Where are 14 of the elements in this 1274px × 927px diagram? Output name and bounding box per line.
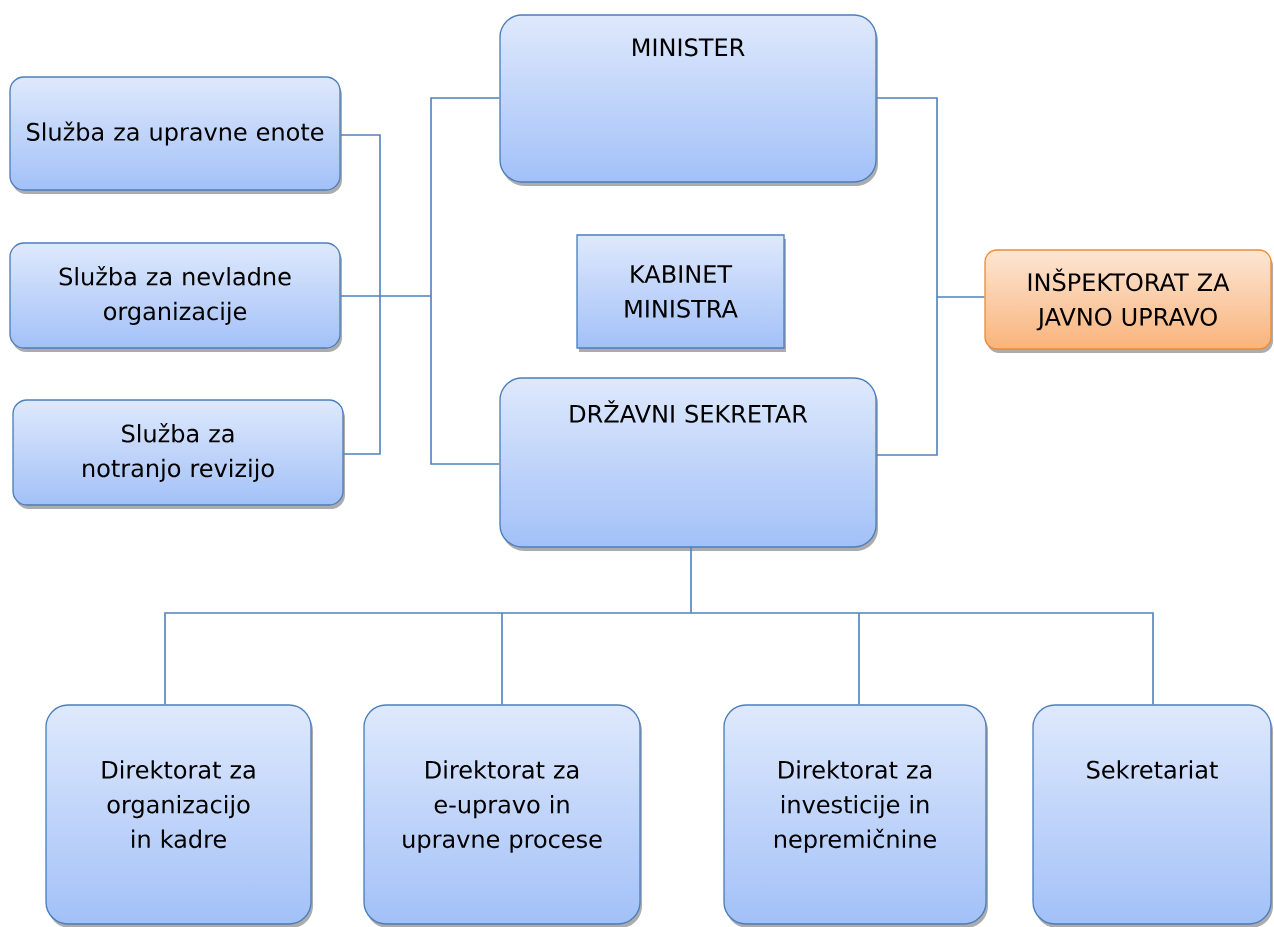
secretary-box: DRŽAVNI SEKRETAR <box>499 377 878 551</box>
connector-line <box>164 546 1154 706</box>
minister-box: MINISTER <box>499 14 878 186</box>
connector-line <box>875 97 986 456</box>
directorate-box: Direktorat za investicije in nepremičnine <box>723 704 988 927</box>
directorate-box: Sekretariat <box>1032 704 1273 927</box>
connector-line <box>339 97 501 465</box>
directorate-box: Direktorat za e-upravo in upravne procese <box>363 704 642 927</box>
inspectorate-box: INŠPEKTORAT ZA JAVNO UPRAVO <box>984 249 1273 353</box>
service-box: Služba za upravne enote <box>9 76 342 194</box>
service-box: Služba za nevladne organizacije <box>9 242 342 352</box>
directorate-box: Direktorat za organizacijo in kadre <box>45 704 313 927</box>
cabinet-box: KABINET MINISTRA <box>576 234 786 352</box>
service-box: Služba za notranjo revizijo <box>12 399 345 509</box>
